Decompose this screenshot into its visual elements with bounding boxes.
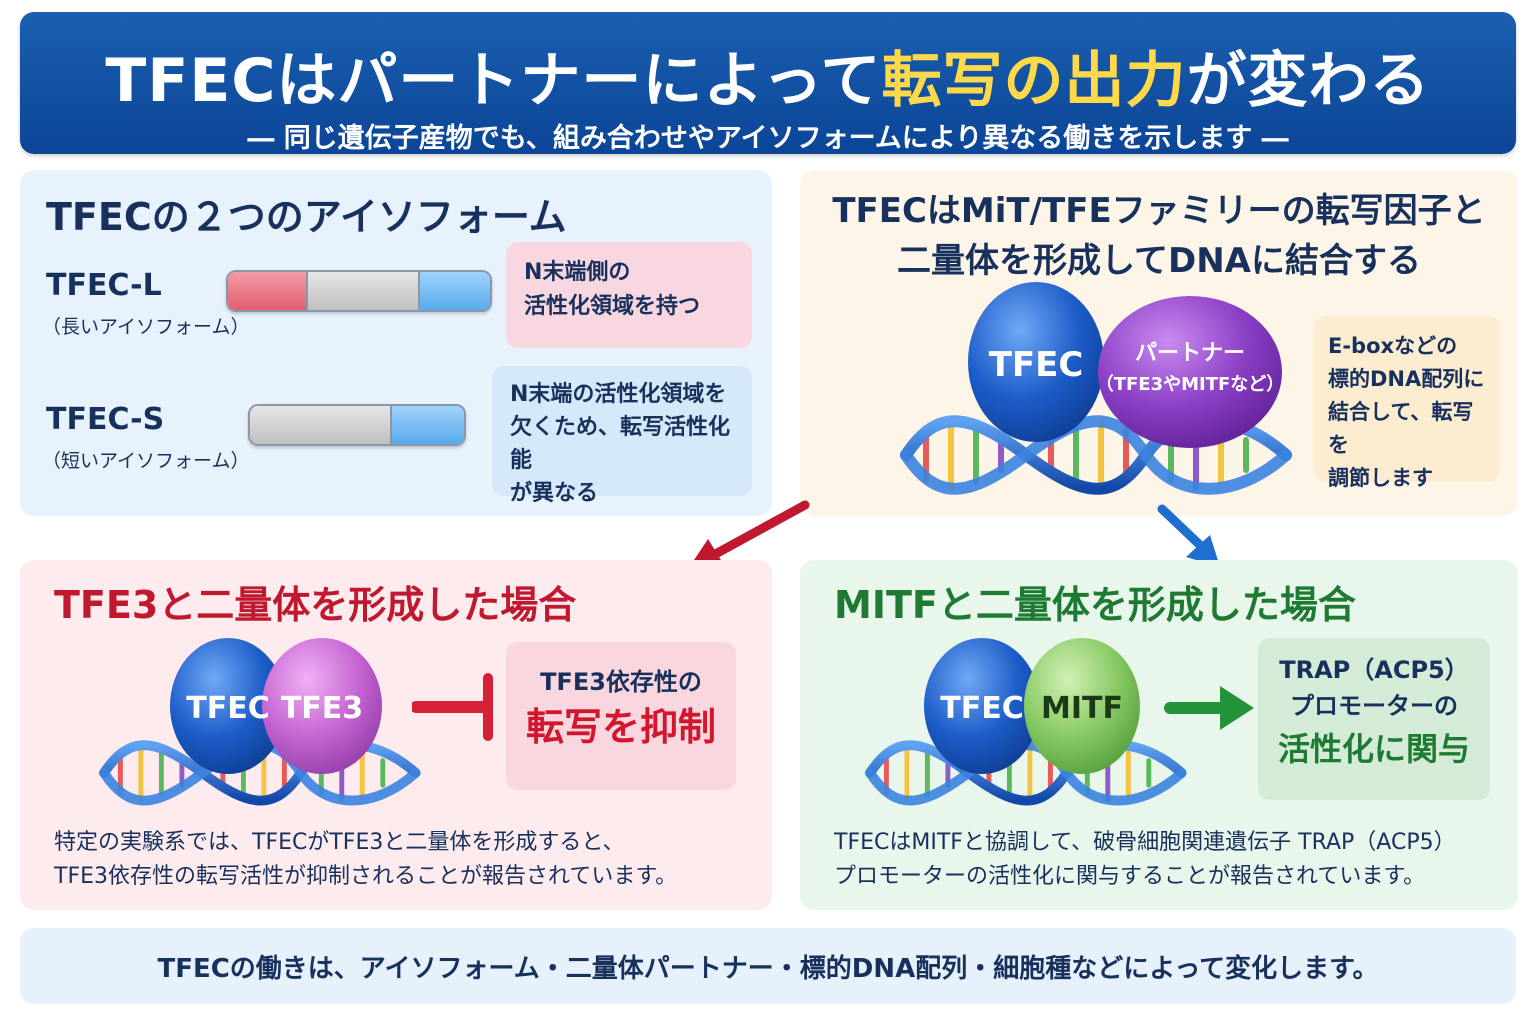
page-title: TFECはパートナーによって転写の出力が変わる [105,46,1431,116]
mitf-result-emphasis: 活性化に関与 [1277,730,1470,768]
footer-summary: TFECの働きは、アイソフォーム・二量体パートナー・標的DNA配列・細胞種などに… [157,954,1379,984]
middle-domain-segment [306,272,420,310]
mitf-panel: MITFと二量体を形成した場合 TFEC MITF TRAP（ACP5） プロモ… [800,560,1518,910]
dimer-note: E-boxなどの標的DNA配列に結合して、転写を調節します [1314,316,1500,490]
tfec-protein-label: TFEC [989,345,1084,385]
tfec-protein-label: TFEC [940,691,1023,726]
isoform-heading: TFECの２つのアイソフォーム [46,195,567,239]
tfec-l-domain-bar [226,270,492,312]
middle-domain-segment [250,406,392,444]
tfe3-result-emphasis: 転写を抑制 [525,705,716,749]
mitf-result-box: TRAP（ACP5） プロモーターの 活性化に関与 [1258,638,1490,800]
tfe3-panel: TFE3と二量体を形成した場合 TFEC TFE3 TFE3依存性の 転写を抑制… [20,560,772,910]
dimer-heading: TFECはMiT/TFEファミリーの転写因子と二量体を形成してDNAに結合する [832,191,1486,281]
title-highlight: 転写の出力 [881,46,1187,116]
page-subtitle: ― 同じ遺伝子産物でも、組み合わせやアイソフォームにより異なる働きを示します ― [247,123,1289,154]
dna-helix-icon [870,745,1182,800]
footer-banner: TFECの働きは、アイソフォーム・二量体パートナー・標的DNA配列・細胞種などに… [20,928,1516,1004]
tfec-s-note: N末端の活性化領域を欠くため、転写活性化能が異なる [492,366,752,506]
partner-protein-label: パートナー [1135,341,1245,366]
mitf-heading: MITFと二量体を形成した場合 [834,583,1356,627]
tfe3-protein-label: TFE3 [281,691,363,726]
header-banner: TFECはパートナーによって転写の出力が変わる ― 同じ遺伝子産物でも、組み合わ… [20,12,1516,154]
tfec-s-domain-bar [248,404,466,446]
tfec-l-note: N末端側の活性化領域を持つ [506,242,752,348]
tfec-protein-label: TFEC [186,691,269,726]
tfe3-result-box: TFE3依存性の 転写を抑制 [506,642,736,790]
partner-protein-examples: （TFE3やMITFなど） [1096,374,1285,395]
mitf-illustration: TFEC MITF [864,638,1194,816]
tfec-l-label: TFEC-L [46,268,162,303]
partner-protein-icon [1098,296,1282,448]
mitf-protein-icon [1024,638,1140,774]
bhlh-domain-segment [420,272,490,310]
tfec-l-sublabel: （長いアイソフォーム） [42,316,250,338]
tfe3-description: 特定の実験系では、TFECがTFE3と二量体を形成すると、TFE3依存性の転写活… [54,830,678,889]
activation-domain-segment [228,272,306,310]
tfec-protein-icon [968,282,1104,442]
tfec-s-sublabel: （短いアイソフォーム） [42,450,250,472]
tfe3-illustration: TFEC TFE3 [98,638,428,816]
tfec-s-label: TFEC-S [46,402,165,437]
down-arrow-icon [1157,504,1220,567]
inhibit-arrow-icon [412,673,493,741]
tfe3-protein-icon [262,638,382,774]
tfec-protein-icon [924,638,1040,774]
tfec-protein-icon [170,638,286,774]
dimer-illustration: TFEC パートナー （TFE3やMITFなど） [900,282,1300,505]
isoform-panel: TFECの２つのアイソフォーム TFEC-L （長いアイソフォーム） N末端側の… [20,170,772,516]
mitf-description: TFECはMITFと協調して、破骨細胞関連遺伝子 TRAP（ACP5）プロモータ… [834,830,1456,889]
mitf-protein-label: MITF [1041,691,1123,726]
dimer-panel: TFECはMiT/TFEファミリーの転写因子と二量体を形成してDNAに結合する … [800,170,1518,516]
bhlh-domain-segment [392,406,464,444]
tfe3-heading: TFE3と二量体を形成した場合 [54,583,577,627]
activate-arrow-icon [1164,686,1254,730]
